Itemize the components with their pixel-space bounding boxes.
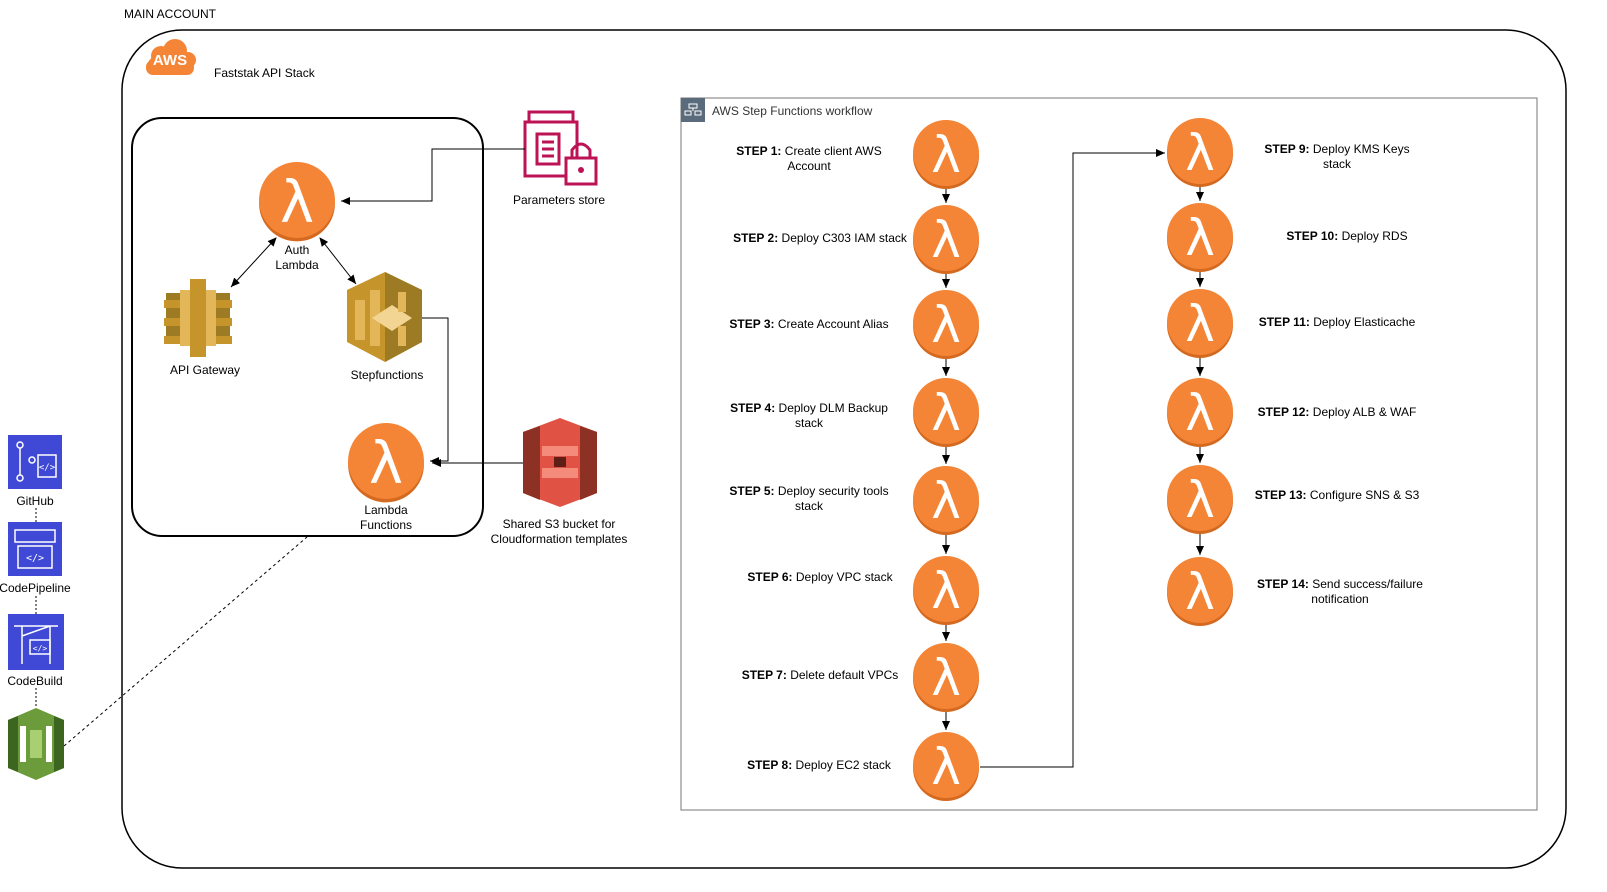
step-11-lambda-icon bbox=[1167, 289, 1233, 358]
s3-bucket-icon bbox=[523, 418, 597, 507]
parameters-store-icon bbox=[523, 110, 598, 186]
api-gateway-label: API Gateway bbox=[169, 363, 241, 377]
connector-cloudformation-to-stack bbox=[63, 536, 308, 747]
github-label: GitHub bbox=[16, 494, 54, 508]
connector-auth-gateway bbox=[230, 237, 277, 288]
step-5-label: STEP 5: Deploy security tools stack bbox=[729, 484, 889, 513]
step-4-lambda-icon bbox=[913, 378, 979, 447]
connector-stepfunctions-to-lambda bbox=[422, 317, 449, 465]
codebuild-label: CodeBuild bbox=[7, 674, 63, 688]
step-4-label: STEP 4: Deploy DLM Backup stack bbox=[730, 401, 888, 430]
step-functions-workflow-icon bbox=[681, 98, 705, 122]
cloudformation-icon bbox=[8, 708, 64, 780]
step-14-label: STEP 14: Send success/failure notificati… bbox=[1257, 577, 1423, 606]
aws-cloud-icon bbox=[146, 39, 196, 75]
svg-text:</>: </> bbox=[39, 463, 56, 473]
step-13-label: STEP 13: Configure SNS & S3 bbox=[1254, 488, 1420, 502]
step-2-lambda-icon bbox=[913, 205, 979, 274]
step-1-label: STEP 1: Create client AWS Account bbox=[736, 144, 882, 173]
github-icon: </> bbox=[8, 435, 62, 489]
step-3-lambda-icon bbox=[913, 290, 979, 359]
step-8-label: STEP 8: Deploy EC2 stack bbox=[747, 758, 891, 772]
codepipeline-icon: </> bbox=[8, 522, 62, 576]
codebuild-icon: </> bbox=[8, 614, 64, 670]
lambda-functions-label: Lambda Functions bbox=[359, 503, 413, 532]
step-11-label: STEP 11: Deploy Elasticache bbox=[1258, 315, 1416, 329]
step-9-lambda-icon bbox=[1167, 118, 1233, 187]
connector-auth-stepfunctions bbox=[319, 237, 357, 285]
stepfunctions-label: Stepfunctions bbox=[350, 368, 424, 382]
auth-lambda-label: Auth Lambda bbox=[275, 243, 319, 272]
step-1-lambda-icon bbox=[913, 120, 979, 189]
step-12-label: STEP 12: Deploy ALB & WAF bbox=[1257, 405, 1417, 419]
connector-parameters-to-auth bbox=[341, 148, 525, 205]
step-6-label: STEP 6: Deploy VPC stack bbox=[747, 570, 893, 584]
main-account-label: MAIN ACCOUNT bbox=[124, 7, 217, 21]
step-13-lambda-icon bbox=[1167, 465, 1233, 534]
stack-title: Faststak API Stack bbox=[214, 66, 315, 80]
api-stack-boundary bbox=[131, 117, 484, 537]
step-7-lambda-icon bbox=[913, 643, 979, 712]
parameters-store-label: Parameters store bbox=[512, 193, 606, 207]
step-10-label: STEP 10: Deploy RDS bbox=[1286, 229, 1408, 243]
step-14-lambda-icon bbox=[1167, 557, 1233, 626]
svg-text:</>: </> bbox=[33, 644, 48, 653]
workflow-boundary bbox=[680, 97, 1538, 811]
step-3-label: STEP 3: Create Account Alias bbox=[729, 317, 889, 331]
step-12-lambda-icon bbox=[1167, 378, 1233, 447]
main-account-boundary bbox=[121, 29, 1567, 869]
step-10-lambda-icon bbox=[1167, 203, 1233, 272]
lambda-functions-icon bbox=[348, 423, 424, 503]
step-8-lambda-icon bbox=[913, 732, 979, 801]
workflow-title: AWS Step Functions workflow bbox=[712, 104, 873, 118]
step-9-label: STEP 9: Deploy KMS Keys stack bbox=[1264, 142, 1410, 171]
svg-text:</>: </> bbox=[26, 553, 44, 564]
connector-step8-to-step9 bbox=[980, 149, 1165, 768]
step-5-lambda-icon bbox=[913, 466, 979, 535]
auth-lambda-icon bbox=[259, 162, 335, 242]
s3-bucket-label: Shared S3 bucket for Cloudformation temp… bbox=[490, 517, 628, 546]
codepipeline-label: CodePipeline bbox=[0, 581, 71, 595]
step-2-label: STEP 2: Deploy C303 IAM stack bbox=[733, 231, 907, 245]
aws-badge-label: AWS bbox=[152, 52, 188, 69]
step-6-lambda-icon bbox=[913, 556, 979, 625]
stepfunctions-icon bbox=[347, 272, 422, 362]
step-7-label: STEP 7: Delete default VPCs bbox=[741, 668, 899, 682]
api-gateway-icon bbox=[164, 279, 232, 357]
